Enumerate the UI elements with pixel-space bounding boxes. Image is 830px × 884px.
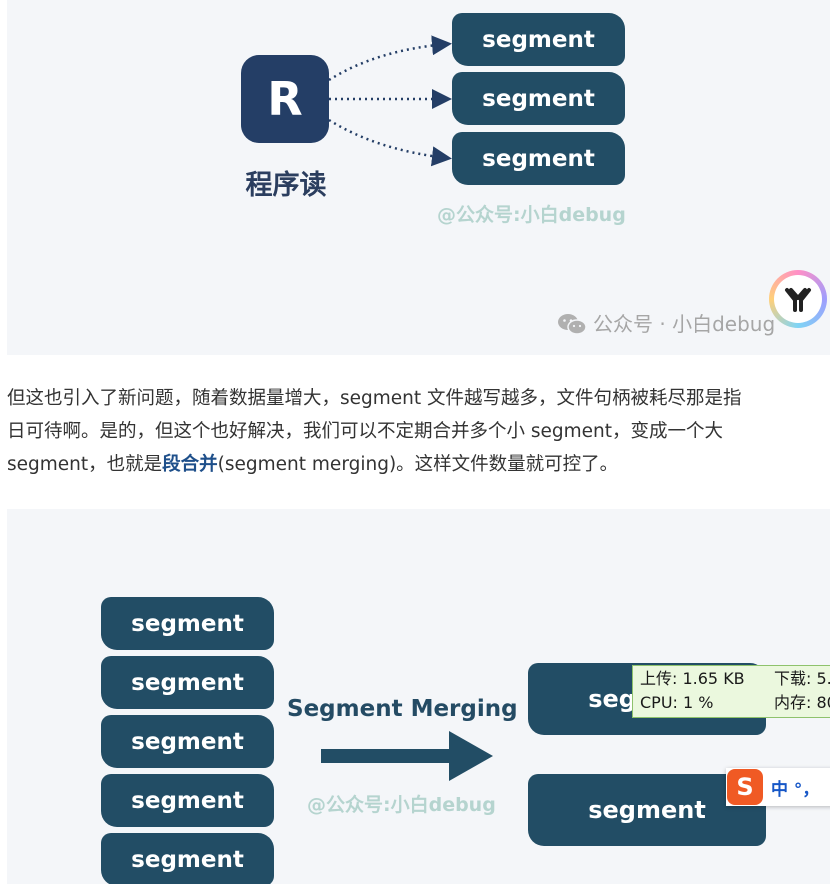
- segment-merging-label: Segment Merging: [287, 696, 518, 722]
- ime-mode-indicator[interactable]: 中 °，: [771, 779, 820, 800]
- segment-box: segment: [452, 72, 625, 125]
- wechat-watermark: 公众号 · 小白debug: [557, 308, 775, 337]
- segment-box: segment: [101, 715, 274, 768]
- article-paragraph: 但这也引入了新问题，随着数据量增大，segment 文件越写越多，文件句柄被耗尽…: [7, 382, 830, 481]
- y-logo-icon: [785, 288, 811, 312]
- network-monitor-widget[interactable]: 上传: 1.65 KB 下载: 5. CPU: 1 % 内存: 80: [632, 665, 830, 718]
- watermark: @公众号:小白debug: [437, 204, 626, 226]
- r-reader-box: R: [241, 55, 329, 143]
- paragraph-text: segment，也就是: [7, 454, 163, 475]
- merged-segment-box: segment: [528, 774, 766, 846]
- segment-box: segment: [101, 597, 274, 650]
- memory-usage: 内存: 80: [774, 693, 830, 712]
- wechat-watermark-text: 公众号 · 小白debug: [593, 312, 776, 336]
- upload-speed: 上传: 1.65 KB: [640, 669, 745, 688]
- figure-program-read: R 程序读 segment segment segment @公众号:小白deb…: [7, 0, 830, 355]
- paragraph-text: (segment merging)。这样文件数量就可控了。: [217, 454, 619, 475]
- segment-merge-term: 段合并: [162, 454, 218, 475]
- sogou-ime-icon[interactable]: S: [727, 769, 763, 805]
- program-read-caption: 程序读: [245, 170, 327, 201]
- wechat-icon: [558, 314, 587, 335]
- watermark: @公众号:小白debug: [307, 794, 496, 816]
- r-letter: R: [267, 72, 303, 126]
- segment-box: segment: [452, 132, 625, 185]
- segment-box: segment: [101, 656, 274, 709]
- brand-logo-icon[interactable]: [769, 270, 827, 328]
- merge-arrow-icon: [321, 731, 493, 781]
- paragraph-line: 但这也引入了新问题，随着数据量增大，segment 文件越写越多，文件句柄被耗尽…: [7, 388, 742, 409]
- segment-box: segment: [101, 774, 274, 827]
- segment-box: segment: [101, 833, 274, 884]
- cpu-usage: CPU: 1 %: [640, 693, 714, 712]
- paragraph-line: 日可待啊。是的，但这个也好解决，我们可以不定期合并多个小 segment，变成一…: [7, 421, 724, 442]
- download-speed: 下载: 5.: [774, 669, 830, 688]
- paragraph-line: segment，也就是段合并(segment merging)。这样文件数量就可…: [7, 448, 830, 481]
- segment-box: segment: [452, 13, 625, 66]
- dotted-arrows: [328, 35, 452, 167]
- ime-toolbar[interactable]: S 中 °，: [726, 768, 830, 806]
